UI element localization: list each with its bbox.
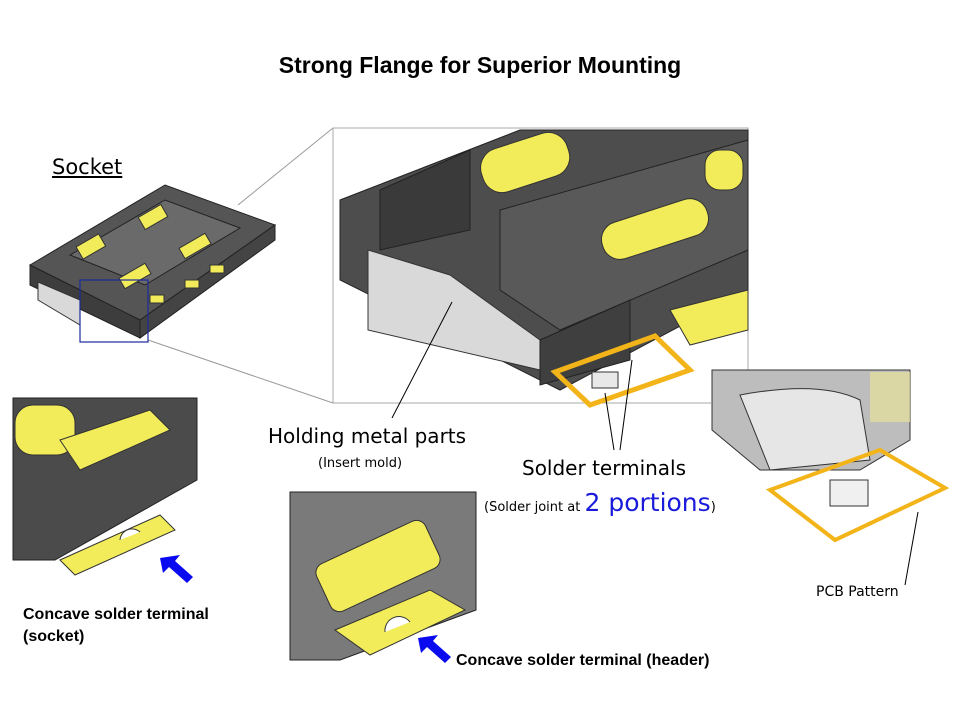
solder-joint-suffix: ) [710,500,716,515]
concave-header-label: Concave solder terminal (header) [456,652,710,669]
concave-socket-line2: (socket) [23,628,85,645]
solder-terminals-label: Solder terminals [522,456,687,480]
concave-socket-line1: Concave solder terminal [23,606,209,623]
pcb-outline-right [765,447,950,543]
holding-metal-label: Holding metal parts [268,424,467,448]
header-concave-terminal-image [289,491,477,685]
zoomed-flange-image [332,127,749,408]
solder-joint-note: (Solder joint at 2 portions) [484,488,716,517]
callout-line-holding [391,301,453,419]
pointer-arrow-header-icon [418,635,451,663]
callout-line-pcb [904,511,919,586]
pointer-arrow-socket-icon [160,555,193,583]
pcb-pattern-image [711,369,950,543]
slide-title: Strong Flange for Superior Mounting [278,52,682,78]
solder-joint-prefix: (Solder joint at [484,500,585,515]
callout-line-solder-2 [619,359,633,451]
zoom-guide-line-bottom [147,339,334,404]
pcb-pattern-label: PCB Pattern [816,584,899,600]
callout-line-solder-1 [604,392,615,451]
pcb-outline-main [550,333,695,408]
zoom-guide-line-top [237,127,334,206]
socket-overview-image [28,184,277,343]
socket-label: Socket [52,155,123,179]
zoom-region-box [79,279,149,343]
solder-joint-highlight: 2 portions [584,488,711,517]
insert-mold-label: (Insert mold) [318,456,403,471]
concave-socket-label: Concave solder terminal (socket) [23,604,209,648]
